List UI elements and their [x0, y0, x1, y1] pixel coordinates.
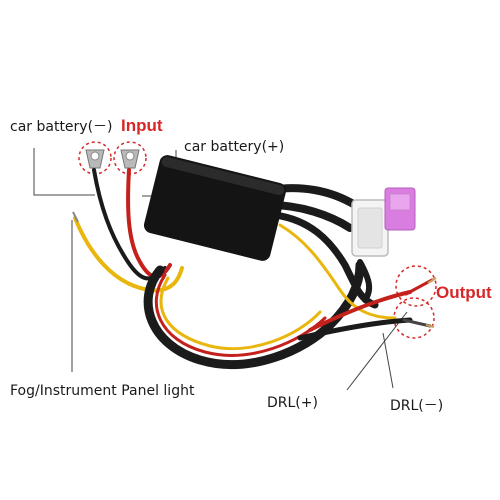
output-wire-ends: [402, 277, 437, 328]
control-module: [143, 155, 287, 261]
fog-wire-tip: [72, 211, 79, 223]
wire-loop-yellow: [159, 276, 322, 351]
wire-loop-red: [154, 273, 327, 357]
wire-fog-light: [73, 216, 184, 293]
label-car-battery-neg: car battery(－): [10, 119, 113, 135]
wire-loop-black: [143, 260, 365, 369]
wire-to-output: [271, 211, 379, 309]
leader-drl-pos: [346, 311, 408, 391]
output-circle-bottom: [393, 297, 435, 339]
wire-drl-pos: [308, 290, 412, 332]
fuse-holder: [351, 187, 416, 257]
leader-battery-neg: [33, 148, 95, 196]
label-fog-light: Fog/Instrument Panel light: [10, 383, 195, 399]
ring-terminals: [85, 149, 140, 169]
label-output: Output: [436, 283, 492, 302]
output-circle-top: [395, 265, 437, 307]
leader-drl-neg: [382, 332, 394, 389]
wire-drl-neg: [297, 317, 413, 341]
label-drl-pos: DRL(+): [267, 395, 318, 411]
label-car-battery-pos: car battery(+): [184, 139, 285, 155]
label-input: Input: [121, 116, 163, 135]
label-drl-neg: DRL(－): [390, 398, 444, 414]
wires: [73, 168, 413, 369]
drl-neg-end: [402, 318, 432, 328]
